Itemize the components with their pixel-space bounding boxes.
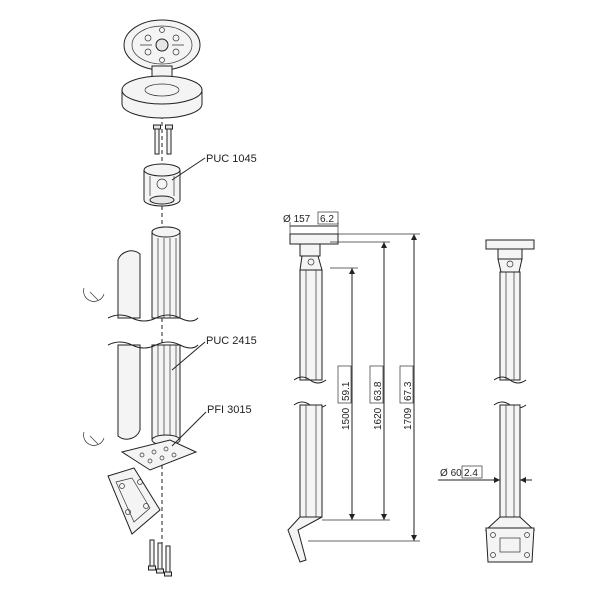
interface-pfi3015 <box>107 411 207 535</box>
ceiling-plate <box>123 19 201 81</box>
dim-diameter-60-in: 2.4 <box>464 468 478 479</box>
top-screws <box>153 124 173 155</box>
exploded-view: PUC 1045 PUC 2415 <box>83 19 257 577</box>
dim-diameter-157: Ø 157 <box>283 214 311 225</box>
label-puc2415: PUC 2415 <box>206 335 257 347</box>
dim-diameter-157-in: 6.2 <box>320 214 334 225</box>
dim-1620: 1620 <box>373 407 384 430</box>
dim-1500: 1500 <box>341 407 352 430</box>
dim-diameter-60: Ø 60 <box>440 468 462 479</box>
label-pfi3015: PFI 3015 <box>207 404 252 416</box>
adapter-puc1045 <box>143 157 206 207</box>
front-view: Ø 60 2.4 <box>438 239 536 563</box>
dim-1500-in: 59.1 <box>341 381 352 401</box>
tube-puc2415 <box>151 226 206 446</box>
bottom-screws <box>148 539 172 577</box>
cover-ring <box>121 75 203 119</box>
break-line-lower <box>107 341 199 349</box>
label-puc1045: PUC 1045 <box>206 153 257 165</box>
dim-1709: 1709 <box>403 407 414 430</box>
dim-1620-in: 63.8 <box>373 381 384 401</box>
break-line-upper <box>107 314 199 322</box>
cover-strip <box>83 250 141 446</box>
dim-1709-in: 67.3 <box>403 381 414 401</box>
side-view: Ø 157 6.2 1500 59.1 1620 63.8 1709 67.3 <box>283 211 420 563</box>
